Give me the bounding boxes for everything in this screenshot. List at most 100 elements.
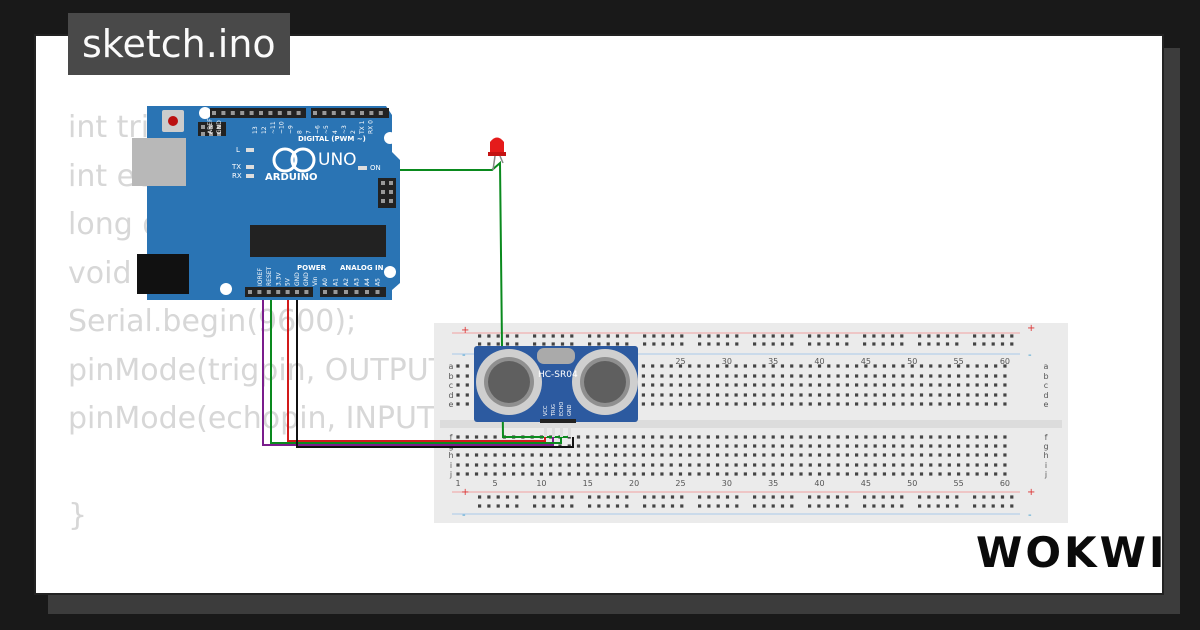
sensor-label: HC-SR04 [538,370,578,380]
rail-plus-top-right: + [1027,323,1035,334]
row-label: e [449,400,454,409]
pin-label: A1 [333,278,340,286]
sensor-pin-label: GND [567,404,573,416]
code-line: Serial.begin(9600); [68,304,357,339]
column-label: 45 [861,357,871,366]
row-label: g [1043,442,1048,451]
pin-label: Vin [312,276,319,286]
sensor-pin[interactable] [552,420,555,437]
pin-label: A0 [322,278,329,286]
filename-tab: sketch.ino [68,13,290,75]
pin-label: ~3 [341,125,348,134]
pin-label: A3 [354,278,361,286]
pin-label-aref: AREF [207,118,214,134]
pin-label: 4 [332,130,339,134]
column-label: 35 [768,479,778,488]
pin-label: GND [303,272,310,286]
code-line: } [68,498,88,533]
column-label: 15 [583,479,593,488]
svg-text:ON: ON [370,164,381,172]
row-label: i [450,461,452,470]
column-label: 25 [675,479,685,488]
pin-label: A2 [343,278,350,286]
column-label: 50 [907,357,917,366]
usb-port [132,138,186,186]
rail-minus-top-right: - [1028,350,1032,361]
pin-label: 7 [305,130,312,134]
reset-button-cap [168,116,178,126]
row-label: c [1044,381,1048,390]
pin-label: 12 [261,126,268,134]
column-label: 55 [953,357,963,366]
led-red[interactable] [488,137,506,171]
svg-text:TX: TX [231,163,241,171]
column-label: 55 [953,479,963,488]
column-label: 30 [722,357,732,366]
pin-label-gnd: GND [216,120,223,134]
row-label: i [1045,461,1047,470]
row-label: a [1044,362,1049,371]
wire-black-gnd [296,290,574,448]
svg-text:L: L [236,146,240,154]
column-label: 50 [907,479,917,488]
row-label: b [1043,372,1048,381]
arduino-uno-board[interactable]: ARDUINO UNO DIGITAL (PWM ~) ANALOG IN PO… [132,106,400,300]
column-label: 10 [536,479,546,488]
column-label: 35 [768,357,778,366]
pin-label: TX 1 [359,120,366,135]
sensor-pin-label: VCC [543,405,549,416]
pin-label: ~6 [314,125,321,134]
row-label: f [450,433,453,442]
column-label: 30 [722,479,732,488]
sensor-pin[interactable] [568,420,571,437]
row-label: j [1044,470,1047,479]
pin-label: A5 [375,278,382,286]
row-label: j [449,470,452,479]
row-label: b [448,372,453,381]
sensor-pin[interactable] [560,420,563,437]
code-line: pinMode(echopin, INPUT); [68,401,458,436]
pin-label: ~10 [279,121,286,134]
rail-minus-bottom-left: - [462,510,466,521]
row-label: c [449,381,453,390]
rail-minus-bottom-right: - [1028,510,1032,521]
rail-minus-top-left: - [462,350,466,361]
pin-label: GND [294,272,301,286]
power-jack [137,254,189,294]
svg-text:ANALOG IN: ANALOG IN [340,264,384,272]
pin-label: IOREF [257,268,264,286]
arduino-logo-icon [272,147,298,173]
column-label: 40 [814,479,824,488]
svg-text:UNO: UNO [318,150,357,170]
sensor-pin[interactable] [544,420,547,437]
svg-text:ARDUINO: ARDUINO [265,172,317,183]
pin-label: 5V [285,277,292,286]
row-label: d [1043,391,1048,400]
pin-label: 8 [297,130,304,134]
column-label: 1 [455,479,460,488]
pin-label: RX 0 [368,120,375,134]
row-label: h [448,451,453,460]
atmega-chip [250,225,386,257]
row-label: a [449,362,454,371]
wokwi-logo: WOKWI [976,528,1168,577]
row-label: d [448,391,453,400]
column-label: 45 [861,479,871,488]
rail-plus-top-left: + [461,325,469,336]
wire-red-5v [287,290,546,442]
pin-label: ~11 [270,121,277,134]
column-label: 5 [493,479,498,488]
column-label: 20 [629,479,639,488]
svg-text:RX: RX [232,172,242,180]
pin-label: 13 [252,126,259,134]
sensor-pin-label: ECHO [559,402,565,416]
sensor-pin-label: TRIG [551,404,557,417]
pin-label: ~5 [323,125,330,134]
column-label: 60 [1000,357,1010,366]
row-label: h [1043,451,1048,460]
pin-label: 3.3V [275,271,282,286]
